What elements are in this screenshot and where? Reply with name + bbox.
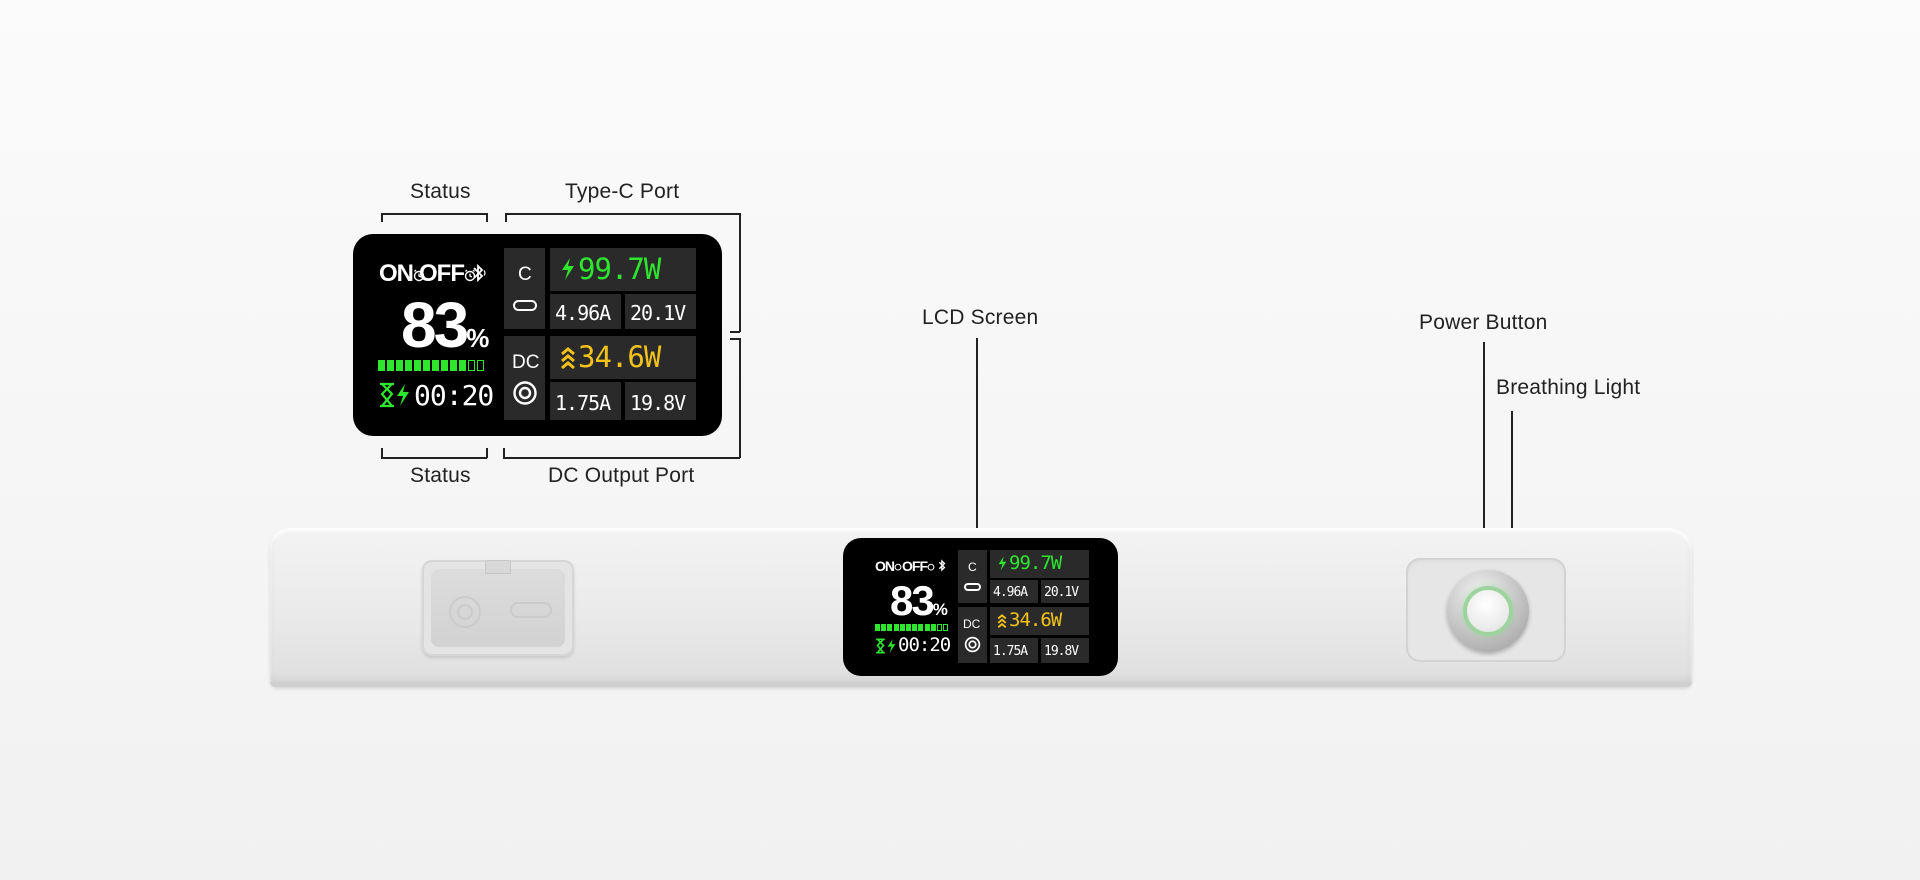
typec-power-cell: 99.7W — [990, 550, 1089, 578]
typec-port-letter: C — [518, 264, 532, 285]
battery-segment — [893, 624, 899, 631]
battery-segment — [930, 624, 936, 631]
remaining-time: 00:20 — [898, 634, 951, 656]
port-cover-tab[interactable] — [485, 560, 511, 574]
breathing-light — [1463, 586, 1513, 636]
typec-current-cell: 4.96A — [550, 294, 621, 329]
bolt-icon — [397, 384, 409, 406]
dc-voltage-cell: 19.8V — [1041, 638, 1089, 663]
charging-chevrons-icon — [561, 347, 575, 370]
label-status-top: Status — [410, 180, 471, 203]
typec-current-cell: 4.96A — [990, 580, 1038, 603]
battery-segment — [912, 624, 918, 631]
alarm-clock-icon — [927, 563, 935, 571]
label-status-bottom: Status — [410, 464, 471, 487]
label-power-button: Power Button — [1419, 311, 1548, 334]
dc-current: 1.75A — [555, 391, 611, 415]
dc-port-cell: DC — [504, 336, 545, 420]
battery-segment — [378, 360, 385, 371]
label-breathing-light: Breathing Light — [1496, 376, 1641, 399]
dc-barrel-port-icon — [449, 596, 481, 628]
dc-current-cell: 1.75A — [990, 638, 1038, 663]
leader-breathing-light — [1511, 411, 1513, 607]
charging-chevrons-icon — [997, 614, 1007, 628]
battery-segment — [387, 360, 394, 371]
typec-power-cell: 99.7W — [550, 248, 696, 291]
lcd-screen: ON OFF 83% 00:20 C 99.7W 4.96A 20.1V DC … — [843, 538, 1118, 676]
battery-segment — [396, 360, 403, 371]
bracket-status-top — [381, 213, 487, 215]
timer-on-status: ON — [875, 558, 902, 574]
typec-voltage: 20.1V — [630, 301, 686, 325]
battery-segment — [414, 360, 421, 371]
battery-segment — [881, 624, 887, 631]
battery-segment — [441, 360, 448, 371]
typec-power: 99.7W — [578, 252, 661, 286]
bracket-status-bottom — [381, 457, 487, 459]
battery-segment — [875, 624, 880, 631]
battery-segment — [432, 360, 439, 371]
bracket-type-c — [505, 213, 740, 215]
hourglass-icon — [876, 638, 885, 654]
battery-segment — [468, 360, 475, 371]
hourglass-icon — [380, 382, 394, 408]
dc-power: 34.6W — [578, 340, 661, 374]
battery-segment — [405, 360, 412, 371]
alarm-clock-icon — [894, 563, 902, 571]
port-cover-face — [431, 569, 565, 647]
leader-power-button — [1483, 342, 1485, 608]
bluetooth-icon — [938, 559, 946, 572]
dc-current-cell: 1.75A — [550, 382, 621, 420]
label-lcd-screen: LCD Screen — [922, 306, 1039, 329]
bolt-icon — [562, 258, 574, 280]
dc-power-cell: 34.6W — [550, 336, 696, 379]
dc-power-cell: 34.6W — [990, 607, 1089, 635]
battery-segment — [943, 624, 949, 631]
battery-segment — [459, 360, 466, 371]
typec-voltage-cell: 20.1V — [625, 294, 696, 329]
dc-barrel-port-icon — [964, 636, 981, 653]
remaining-time: 00:20 — [414, 379, 494, 412]
bluetooth-icon — [473, 263, 486, 283]
battery-segment — [906, 624, 911, 631]
dc-voltage: 19.8V — [630, 391, 686, 415]
battery-segment — [937, 624, 942, 631]
battery-segment — [450, 360, 457, 371]
dc-voltage-cell: 19.8V — [625, 382, 696, 420]
device-base-edge — [270, 682, 1692, 687]
dc-barrel-port-icon — [513, 381, 537, 405]
dc-port-cell: DC — [958, 607, 987, 663]
battery-segment — [423, 360, 430, 371]
alarm-clock-icon — [464, 269, 476, 282]
label-type-c-port: Type-C Port — [565, 180, 680, 203]
label-dc-output-port: DC Output Port — [548, 464, 695, 487]
typec-voltage-cell: 20.1V — [1041, 580, 1089, 603]
battery-percentage: 83% — [401, 289, 490, 361]
typec-port-cell: C — [958, 550, 987, 603]
battery-segment — [918, 624, 924, 631]
battery-level-bar — [875, 624, 949, 631]
battery-segment — [887, 624, 893, 631]
usb-c-port-icon — [510, 602, 552, 618]
leader-lcd-screen — [976, 338, 978, 534]
bracket-dc-output — [503, 457, 740, 459]
dc-port-letter: DC — [512, 352, 540, 373]
usb-c-port-icon — [964, 583, 981, 591]
timer-off-status: OFF — [419, 260, 476, 288]
typec-port-cell: C — [504, 248, 545, 329]
lcd-enlarged: ON OFF 83% 00:20 C 99.7W 4.96A 20.1V DC … — [353, 234, 722, 436]
battery-segment — [924, 624, 930, 631]
alarm-clock-icon — [413, 269, 425, 282]
battery-segment — [477, 360, 484, 371]
typec-current: 4.96A — [555, 301, 611, 325]
timer-on-status: ON — [379, 260, 425, 288]
usb-c-port-icon — [513, 300, 537, 311]
bolt-icon — [887, 639, 896, 653]
battery-level-bar — [378, 360, 488, 371]
bolt-icon — [998, 556, 1007, 571]
battery-segment — [899, 624, 905, 631]
timer-off-status: OFF — [902, 558, 935, 574]
battery-percentage: 83% — [890, 577, 948, 624]
